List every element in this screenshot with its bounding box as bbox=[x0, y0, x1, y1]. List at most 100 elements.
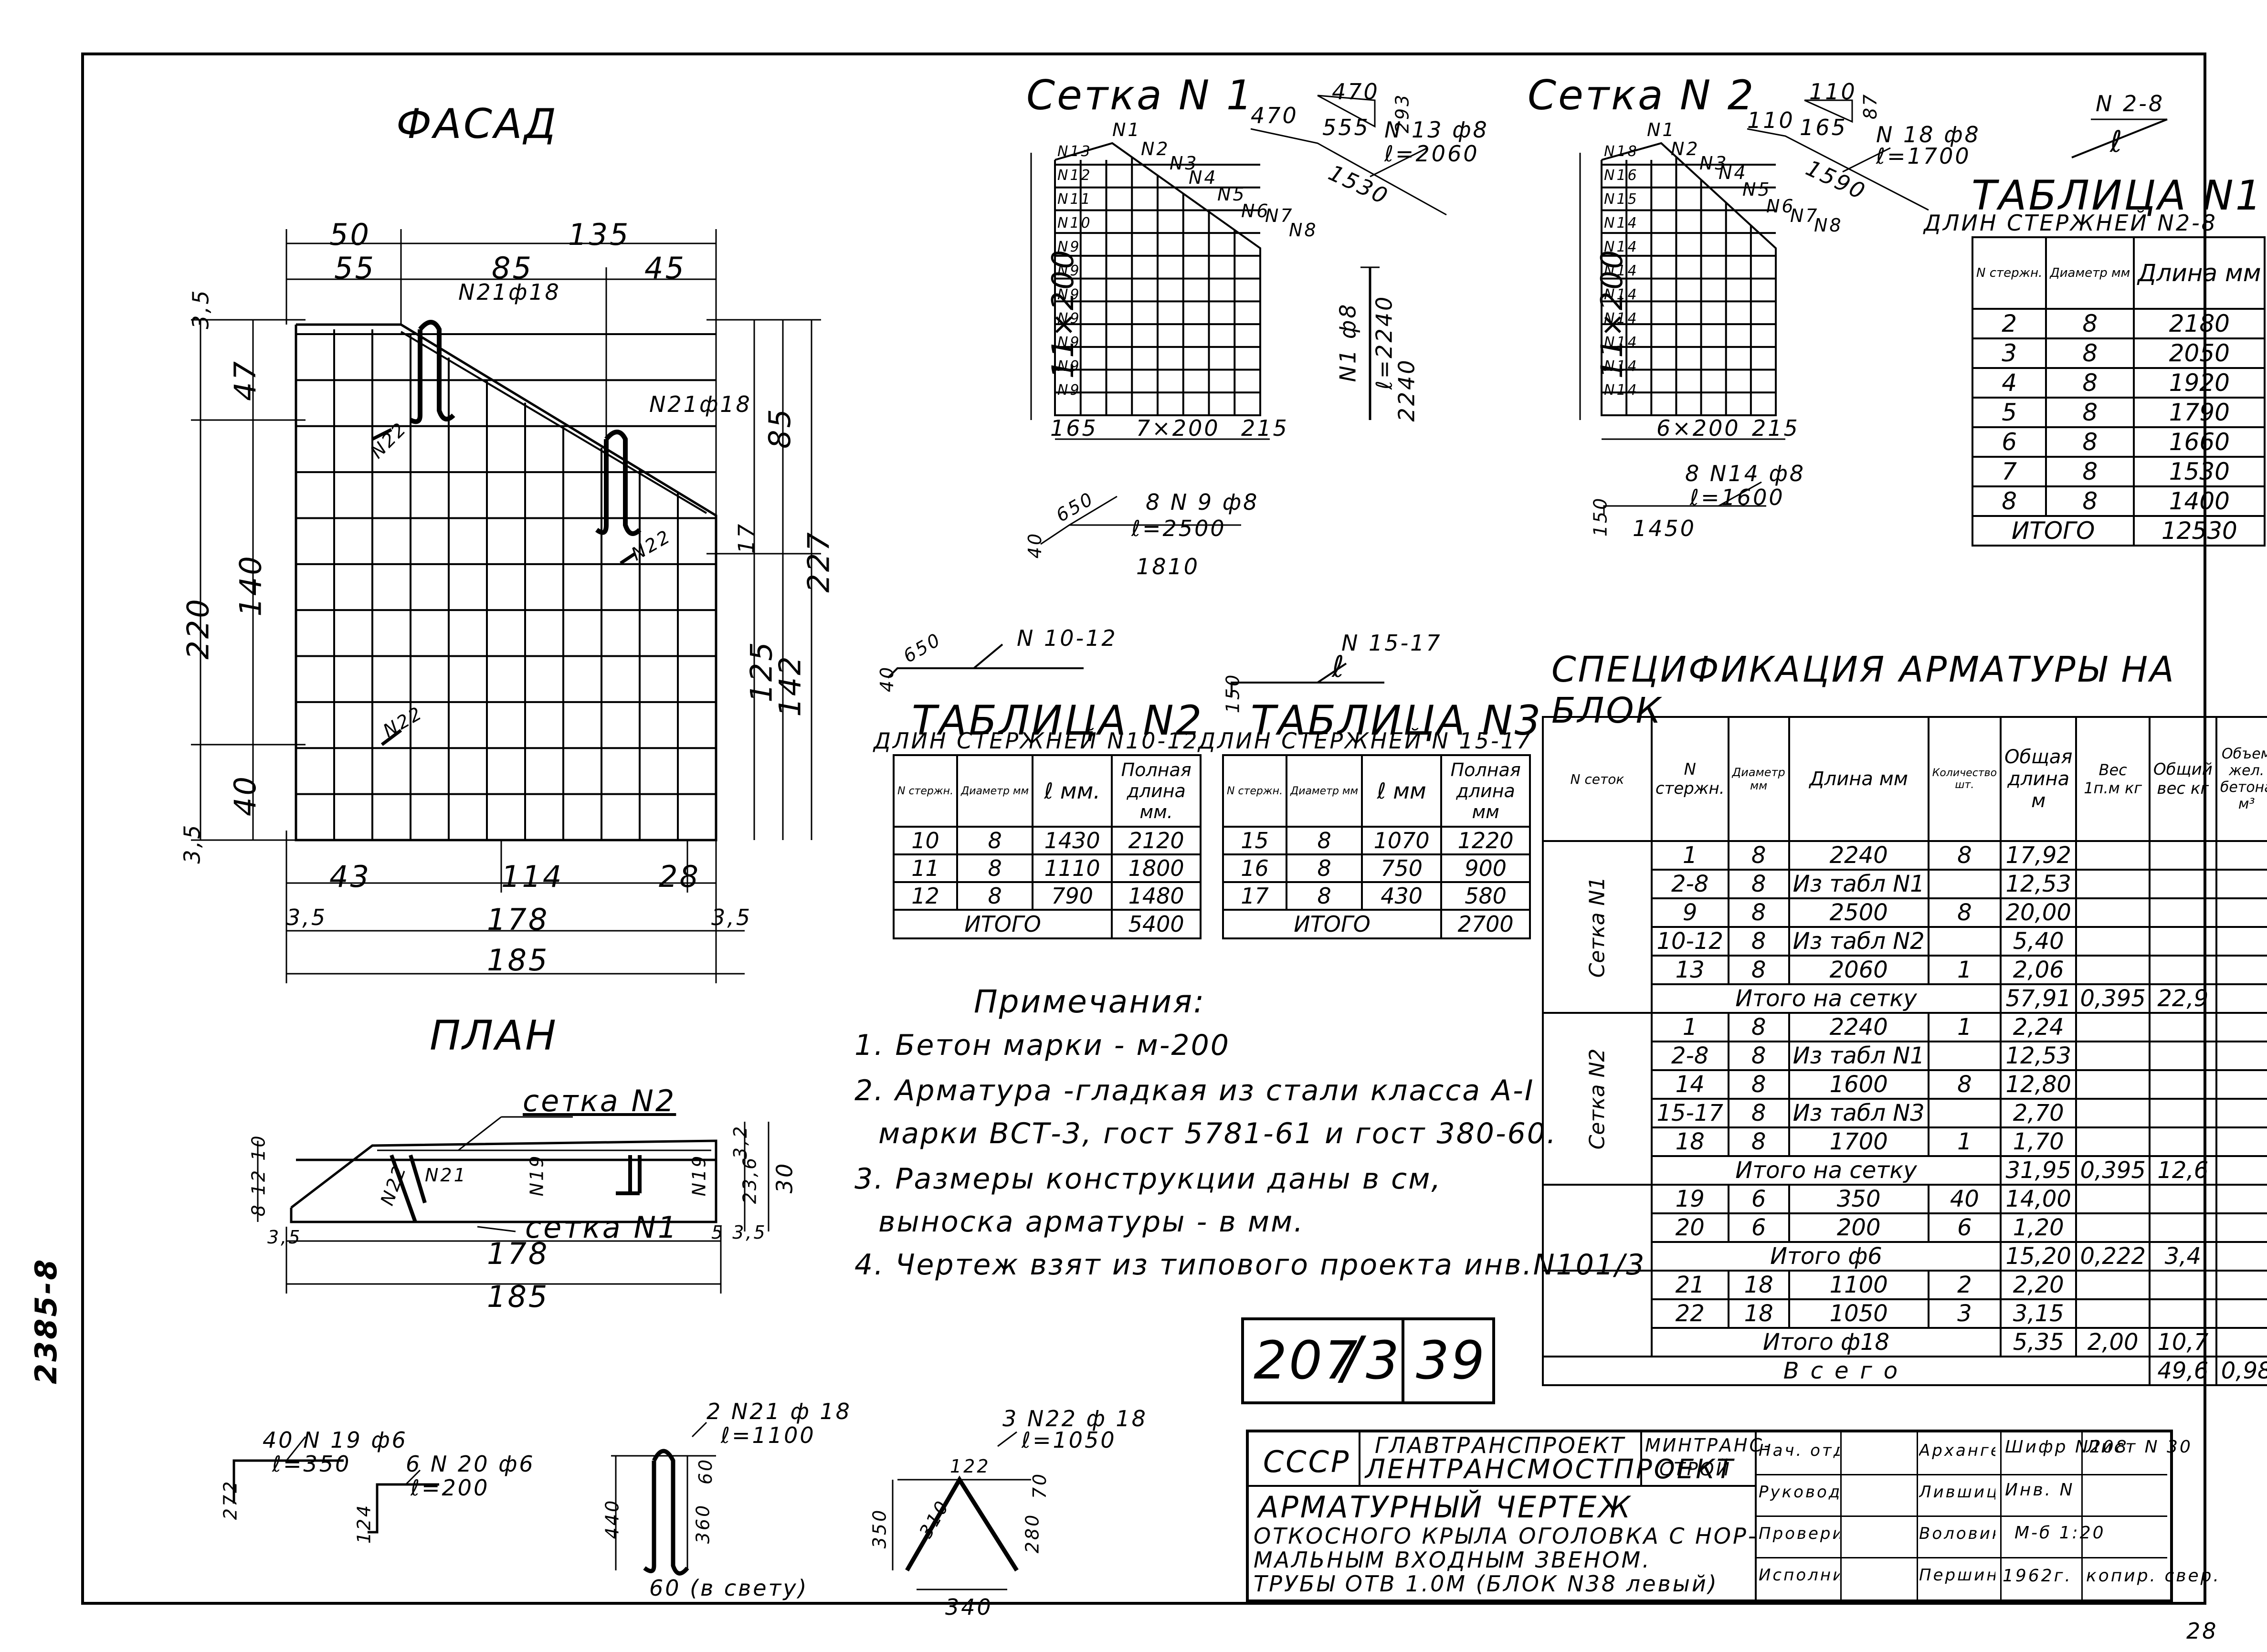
setka1-bar13-len: ℓ=2060 bbox=[1384, 141, 1479, 167]
b19-dim: 272 bbox=[220, 1479, 241, 1520]
spec-cell: 8 bbox=[1727, 897, 1790, 928]
spec-total-weight: 12,6 bbox=[2148, 1155, 2217, 1186]
spec-cell: 3 bbox=[1927, 1298, 2002, 1329]
table3-cell: 430 bbox=[1361, 881, 1443, 911]
spec-cell: 1100 bbox=[1788, 1270, 1930, 1300]
stamp-slash: / bbox=[1342, 1325, 1361, 1391]
tb-org1: ГЛАВТРАНСПРОЕКТ bbox=[1375, 1432, 1626, 1458]
table2-title: ТАБЛИЦА N2 bbox=[912, 697, 1204, 745]
tb-title3: МАЛЬНЫМ ВХОДНЫМ ЗВЕНОМ. bbox=[1254, 1547, 1651, 1573]
plan-dim-185: 185 bbox=[487, 1279, 549, 1314]
stamp-a: 207 bbox=[1254, 1330, 1360, 1391]
fasad-dim-114: 114 bbox=[501, 859, 564, 894]
tb-title1: АРМАТУРНЫЙ ЧЕРТЕЖ bbox=[1258, 1490, 1633, 1525]
spec-cell: 20,00 bbox=[2000, 897, 2077, 928]
spec-cell: 8 bbox=[1727, 1069, 1790, 1100]
spec-cell: 22 bbox=[1650, 1298, 1729, 1329]
table2-cell: 8 bbox=[956, 826, 1034, 855]
spec-cell: 1,70 bbox=[2000, 1126, 2077, 1157]
spec-total-length: 5,35 bbox=[2000, 1327, 2077, 1357]
spec-header-weight: Общий вес кг bbox=[2148, 716, 2217, 842]
spec-cell: 2-8 bbox=[1650, 869, 1729, 899]
mesh-top-mark: N7 bbox=[1265, 205, 1294, 226]
table3-cell: 8 bbox=[1286, 853, 1363, 883]
spec-cell: 1 bbox=[1927, 1012, 2002, 1042]
table2-cell: 8 bbox=[956, 853, 1034, 883]
b21-len: ℓ=1100 bbox=[721, 1422, 816, 1448]
setka2-title: Сетка N 2 bbox=[1528, 72, 1756, 119]
spec-cell: 8 bbox=[1927, 840, 2002, 871]
plan-dim-178: 178 bbox=[487, 1236, 549, 1271]
spec-cell: 2060 bbox=[1788, 955, 1930, 985]
mesh-top-mark: N4 bbox=[1719, 162, 1748, 183]
spec-total-w1: 0,395 bbox=[2075, 1155, 2151, 1186]
spec-cell: 8 bbox=[1727, 1012, 1790, 1042]
mesh-top-mark: N4 bbox=[1189, 167, 1218, 188]
table1-cell: 7 bbox=[1971, 456, 2047, 487]
spec-empty-cell bbox=[2215, 1212, 2267, 1243]
spec-empty-cell bbox=[2148, 1041, 2217, 1071]
spec-empty-cell bbox=[2215, 926, 2267, 957]
spec-empty-cell bbox=[2148, 897, 2217, 928]
mesh-top-mark: N5 bbox=[1742, 179, 1771, 200]
mesh-column-label: N18 bbox=[1604, 143, 1639, 160]
tb-ministry2: СТРОЙ bbox=[1659, 1459, 1731, 1480]
fasad-drawing bbox=[191, 229, 821, 983]
setka1-bar9-label: 8 N 9 ф8 bbox=[1146, 489, 1259, 515]
spec-cell: 2,06 bbox=[2000, 955, 2077, 985]
tb-row-line bbox=[1757, 1474, 2167, 1475]
mesh-column-label: N13 bbox=[1057, 143, 1092, 160]
spec-cell: 14 bbox=[1650, 1069, 1729, 1100]
b21-label: 2 N21 ф 18 bbox=[706, 1399, 852, 1424]
spec-empty-cell bbox=[2148, 869, 2217, 899]
spec-cell: Из табл N2 bbox=[1788, 926, 1930, 957]
stamp-box: 207 / 3 39 bbox=[1241, 1317, 1495, 1404]
b22-d350: 350 bbox=[869, 1508, 890, 1549]
note-1: 1. Бетон марки - м-200 bbox=[854, 1029, 1230, 1062]
spec-empty-cell bbox=[2075, 1298, 2151, 1329]
tb-aux: Лившиц bbox=[1919, 1483, 1995, 1502]
tb-scale: М-б 1:20 bbox=[2014, 1523, 2106, 1543]
mesh-top-mark: N1 bbox=[1647, 119, 1676, 140]
spec-group-name: Сетка N2 bbox=[1585, 1048, 1610, 1149]
fasad-dim-3-5-right: 3,5 bbox=[711, 905, 752, 930]
fasad-dim-55: 55 bbox=[334, 251, 376, 285]
tb-country-cell: СССР bbox=[1249, 1432, 1360, 1487]
spec-cell: 15-17 bbox=[1650, 1098, 1729, 1128]
spec-total-weight: 10,7 bbox=[2148, 1327, 2217, 1357]
mesh-top-mark: N6 bbox=[1766, 196, 1795, 217]
setka1-dim-7x200: 7×200 bbox=[1136, 415, 1220, 441]
plan-title: ПЛАН bbox=[430, 1012, 558, 1060]
table2-cell: 1110 bbox=[1032, 853, 1113, 883]
spec-total-weight: 22,9 bbox=[2148, 983, 2217, 1014]
spec-cell: 13 bbox=[1650, 955, 1729, 985]
mesh-column-label: N9 bbox=[1057, 286, 1081, 303]
spec-empty-cell bbox=[2215, 1184, 2267, 1214]
spec-empty-cell bbox=[2215, 1327, 2267, 1357]
table3-cell: 17 bbox=[1222, 881, 1288, 911]
spec-empty-cell bbox=[2215, 1241, 2267, 1272]
mesh-top-mark: N7 bbox=[1790, 205, 1819, 226]
table2-cell: 8 bbox=[956, 881, 1034, 911]
b22-len: ℓ=1050 bbox=[1022, 1427, 1117, 1453]
tb-role: Руковод. проекта bbox=[1759, 1483, 1840, 1502]
spec-header-volume: Объем жел. бетона м³ bbox=[2215, 716, 2267, 842]
table2-cell: 790 bbox=[1032, 881, 1113, 911]
corner-mark: 28 bbox=[2186, 1618, 2218, 1644]
table3-header-n: N стержн. bbox=[1222, 754, 1288, 828]
table2-total: 5400 bbox=[1111, 909, 1202, 939]
fasad-dim-85: 85 bbox=[492, 251, 533, 285]
plan-dim-l35: 3,5 bbox=[267, 1227, 302, 1248]
spec-cell: 12,53 bbox=[2000, 869, 2077, 899]
spec-empty-cell bbox=[2075, 1126, 2151, 1157]
spec-empty-cell bbox=[2075, 926, 2151, 957]
table1-cell: 1660 bbox=[2133, 426, 2266, 458]
fasad-label-n21-a: N21ф18 bbox=[458, 279, 561, 305]
spec-empty-cell bbox=[2148, 1126, 2217, 1157]
table2-cell: 1430 bbox=[1032, 826, 1113, 855]
